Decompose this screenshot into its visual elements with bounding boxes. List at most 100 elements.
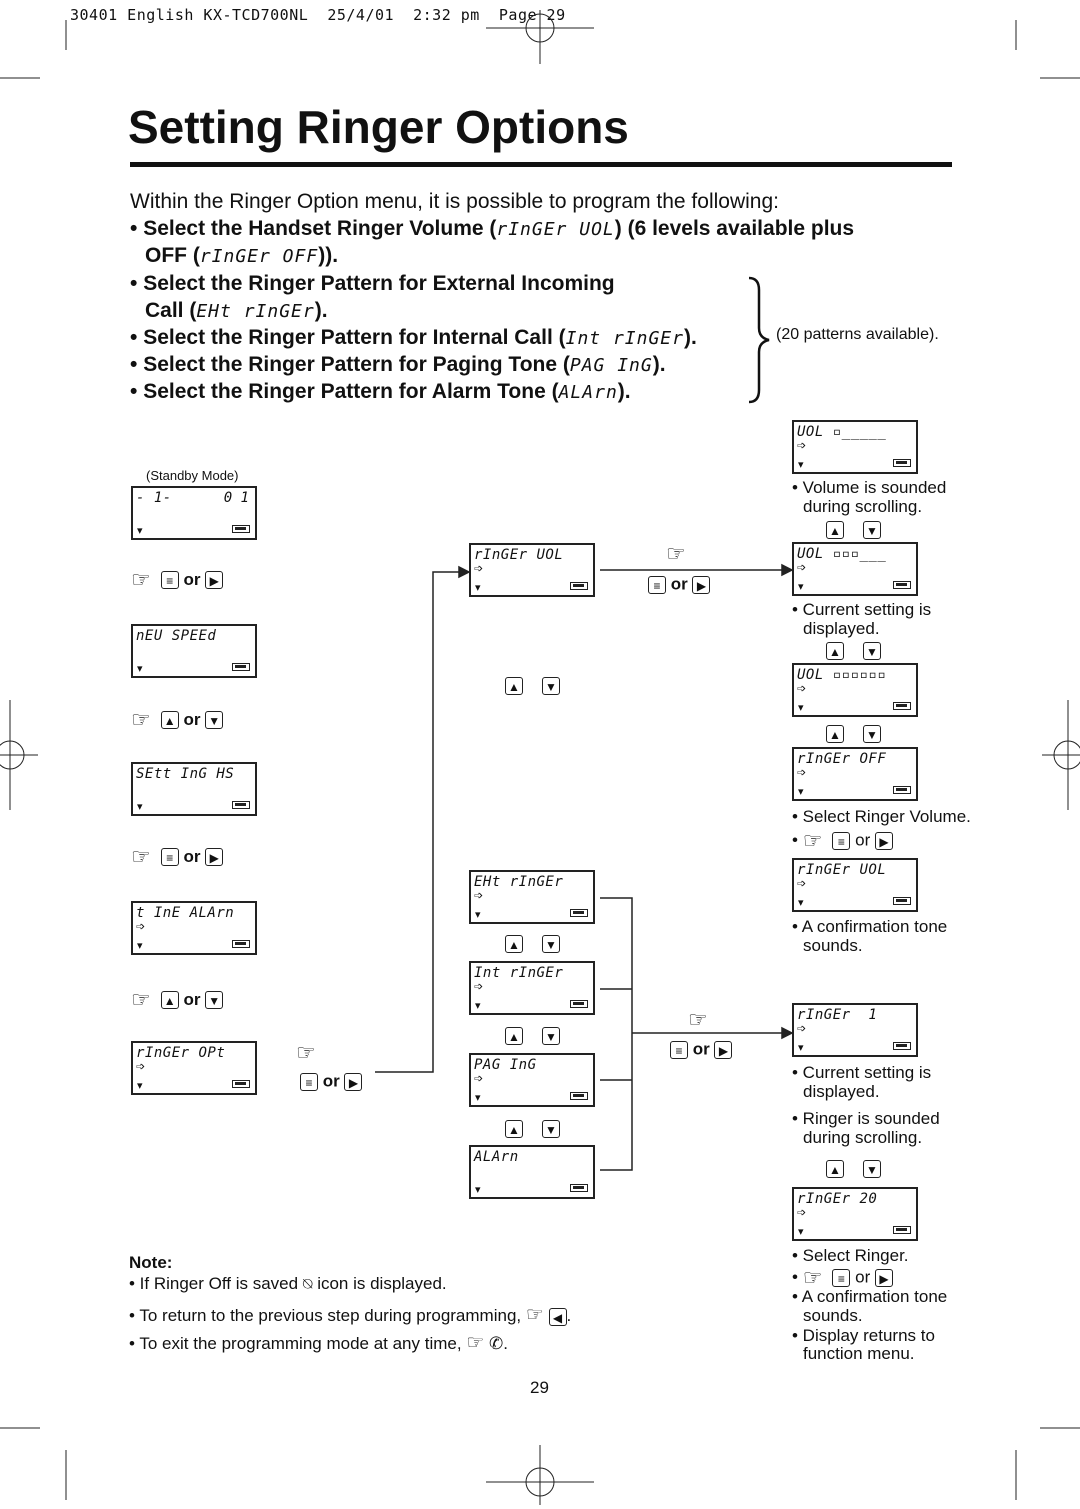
up-key-icon[interactable]: ▲ xyxy=(505,676,523,695)
up-key-icon[interactable]: ▲ xyxy=(160,991,179,1009)
up-key-icon[interactable]: ▲ xyxy=(826,520,844,539)
off-key-icon[interactable]: ✆ xyxy=(488,1334,504,1353)
nav-confirm-vol: • ☞≡ or ▶ xyxy=(792,828,894,854)
hand-icon: ☞ xyxy=(466,1332,485,1354)
title-rule xyxy=(130,162,952,167)
down-key-icon[interactable]: ▼ xyxy=(862,520,881,539)
battery-icon xyxy=(570,909,588,917)
antenna-icon: ▾ xyxy=(798,1042,804,1054)
hand-icon: ☞ xyxy=(131,567,151,592)
lcd-ringer-vol-confirm: rInGEr UOL➩ ▾ xyxy=(792,858,918,912)
nav-step-4: ☞▲ or ▼ xyxy=(131,987,224,1013)
menu-key-icon[interactable]: ≡ xyxy=(160,848,179,866)
note-conf-1: • A confirmation tone xyxy=(792,917,948,936)
down-key-icon[interactable]: ▼ xyxy=(205,991,224,1009)
note-disp-ret-2: function menu. xyxy=(803,1344,915,1363)
ringer-off-icon: ⍉ xyxy=(302,1276,313,1293)
down-key-icon[interactable]: ▼ xyxy=(862,641,881,660)
nav-confirm-ringer: • ☞≡ or ▶ xyxy=(792,1265,894,1291)
menu-key-icon[interactable]: ≡ xyxy=(300,1072,318,1091)
lcd-new-speed: nEU SPEEd ▾ xyxy=(131,624,257,678)
note-exit: • To exit the programming mode at any ti… xyxy=(129,1332,508,1354)
lcd-vol-6: UOL ▫▫▫▫▫▫➩ ▾ xyxy=(792,663,918,717)
note-conf2-2: sounds. xyxy=(803,1306,863,1325)
menu-key-icon[interactable]: ≡ xyxy=(648,575,666,594)
battery-icon xyxy=(232,663,250,671)
antenna-icon: ▾ xyxy=(475,1184,481,1196)
up-key-icon[interactable]: ▲ xyxy=(505,934,523,953)
hand-icon: ☞ xyxy=(802,1265,823,1290)
hand-icon: ☞ xyxy=(296,1040,316,1065)
down-key-icon[interactable]: ▼ xyxy=(205,711,224,729)
nav-to-ringer: ≡ or ▶ xyxy=(670,1039,733,1060)
lcd-standby: - 1-0 1 ▾ xyxy=(131,486,257,540)
lcd-ringer-vol: rInGEr UOL➩ ▾ xyxy=(469,543,595,597)
note-ringer-off: • If Ringer Off is saved ⍉ icon is displ… xyxy=(129,1274,447,1293)
note-sel-ringer: • Select Ringer. xyxy=(792,1246,909,1265)
intro-text: Within the Ringer Option menu, it is pos… xyxy=(130,190,779,213)
battery-icon xyxy=(893,459,911,467)
antenna-icon: ▾ xyxy=(798,459,804,471)
nav-step-3: ☞≡ or ▶ xyxy=(131,844,224,870)
battery-icon xyxy=(893,1226,911,1234)
up-key-icon[interactable]: ▲ xyxy=(505,1026,523,1045)
bullet-ext-ringer: • Select the Ringer Pattern for External… xyxy=(130,272,615,295)
print-header: 30401 English KX-TCD700NL 25/4/01 2:32 p… xyxy=(70,6,566,24)
battery-icon xyxy=(893,1042,911,1050)
menu-key-icon[interactable]: ≡ xyxy=(160,571,179,589)
lcd-ringer-1: rInGEr 1➩ ▾ xyxy=(792,1003,918,1057)
lcd-ringer-off: rInGEr OFF➩ ▾ xyxy=(792,747,918,801)
note-vol-sounded-2: during scrolling. xyxy=(803,497,923,516)
up-key-icon[interactable]: ▲ xyxy=(826,641,844,660)
antenna-icon: ▾ xyxy=(475,909,481,921)
nav-updown-r1: ▲ ▼ xyxy=(826,519,881,539)
antenna-icon: ▾ xyxy=(475,1000,481,1012)
up-key-icon[interactable]: ▲ xyxy=(826,1159,844,1178)
nav-updown-2: ▲ ▼ xyxy=(505,1025,560,1045)
antenna-icon: ▾ xyxy=(137,1080,143,1092)
right-key-icon[interactable]: ▶ xyxy=(714,1040,733,1059)
lcd-vol-3: UOL ▫▫▫___➩ ▾ xyxy=(792,542,918,596)
note-cur-set-2: displayed. xyxy=(803,619,880,638)
bullet-alarm: • Select the Ringer Pattern for Alarm To… xyxy=(130,380,631,403)
right-key-icon[interactable]: ▶ xyxy=(205,848,224,866)
page-number: 29 xyxy=(530,1378,549,1397)
battery-icon xyxy=(570,1184,588,1192)
right-key-icon[interactable]: ▶ xyxy=(692,575,711,594)
right-key-icon[interactable]: ▶ xyxy=(875,1269,894,1287)
up-key-icon[interactable]: ▲ xyxy=(505,1119,523,1138)
up-key-icon[interactable]: ▲ xyxy=(826,724,844,743)
nav-step-5: ≡ or ▶ xyxy=(300,1071,363,1092)
up-key-icon[interactable]: ▲ xyxy=(160,711,179,729)
down-key-icon[interactable]: ▼ xyxy=(541,1026,560,1045)
note-cur-set2-2: displayed. xyxy=(803,1082,880,1101)
right-key-icon[interactable]: ▶ xyxy=(875,832,894,850)
hand-icon: ☞ xyxy=(666,541,686,566)
lcd-ringer-20: rInGEr 20➩ ▾ xyxy=(792,1187,918,1241)
lcd-paging: PAG InG➩ ▾ xyxy=(469,1053,595,1107)
hand-icon: ☞ xyxy=(131,987,151,1012)
battery-icon xyxy=(893,702,911,710)
hand-icon: ☞ xyxy=(525,1304,544,1326)
hand-icon: ☞ xyxy=(131,844,151,869)
down-key-icon[interactable]: ▼ xyxy=(541,934,560,953)
nav-updown-r2: ▲ ▼ xyxy=(826,640,881,660)
antenna-icon: ▾ xyxy=(798,702,804,714)
menu-key-icon[interactable]: ≡ xyxy=(832,832,851,850)
nav-step-1: ☞≡ or ▶ xyxy=(131,567,224,593)
menu-key-icon[interactable]: ≡ xyxy=(832,1269,851,1287)
down-key-icon[interactable]: ▼ xyxy=(862,724,881,743)
menu-key-icon[interactable]: ≡ xyxy=(670,1040,688,1059)
lcd-setting-hs: SEtt InG HS ▾ xyxy=(131,762,257,816)
lcd-ringer-opt: rInGEr OPt➩ ▾ xyxy=(131,1041,257,1095)
nav-step-2: ☞▲ or ▼ xyxy=(131,707,224,733)
down-key-icon[interactable]: ▼ xyxy=(541,676,560,695)
down-key-icon[interactable]: ▼ xyxy=(862,1159,881,1178)
right-key-icon[interactable]: ▶ xyxy=(205,571,224,589)
left-key-icon[interactable]: ◀ xyxy=(548,1307,567,1326)
nav-updown-r3: ▲ ▼ xyxy=(826,723,881,743)
bullet-int-ringer: • Select the Ringer Pattern for Internal… xyxy=(130,326,697,349)
down-key-icon[interactable]: ▼ xyxy=(541,1119,560,1138)
right-key-icon[interactable]: ▶ xyxy=(344,1072,363,1091)
